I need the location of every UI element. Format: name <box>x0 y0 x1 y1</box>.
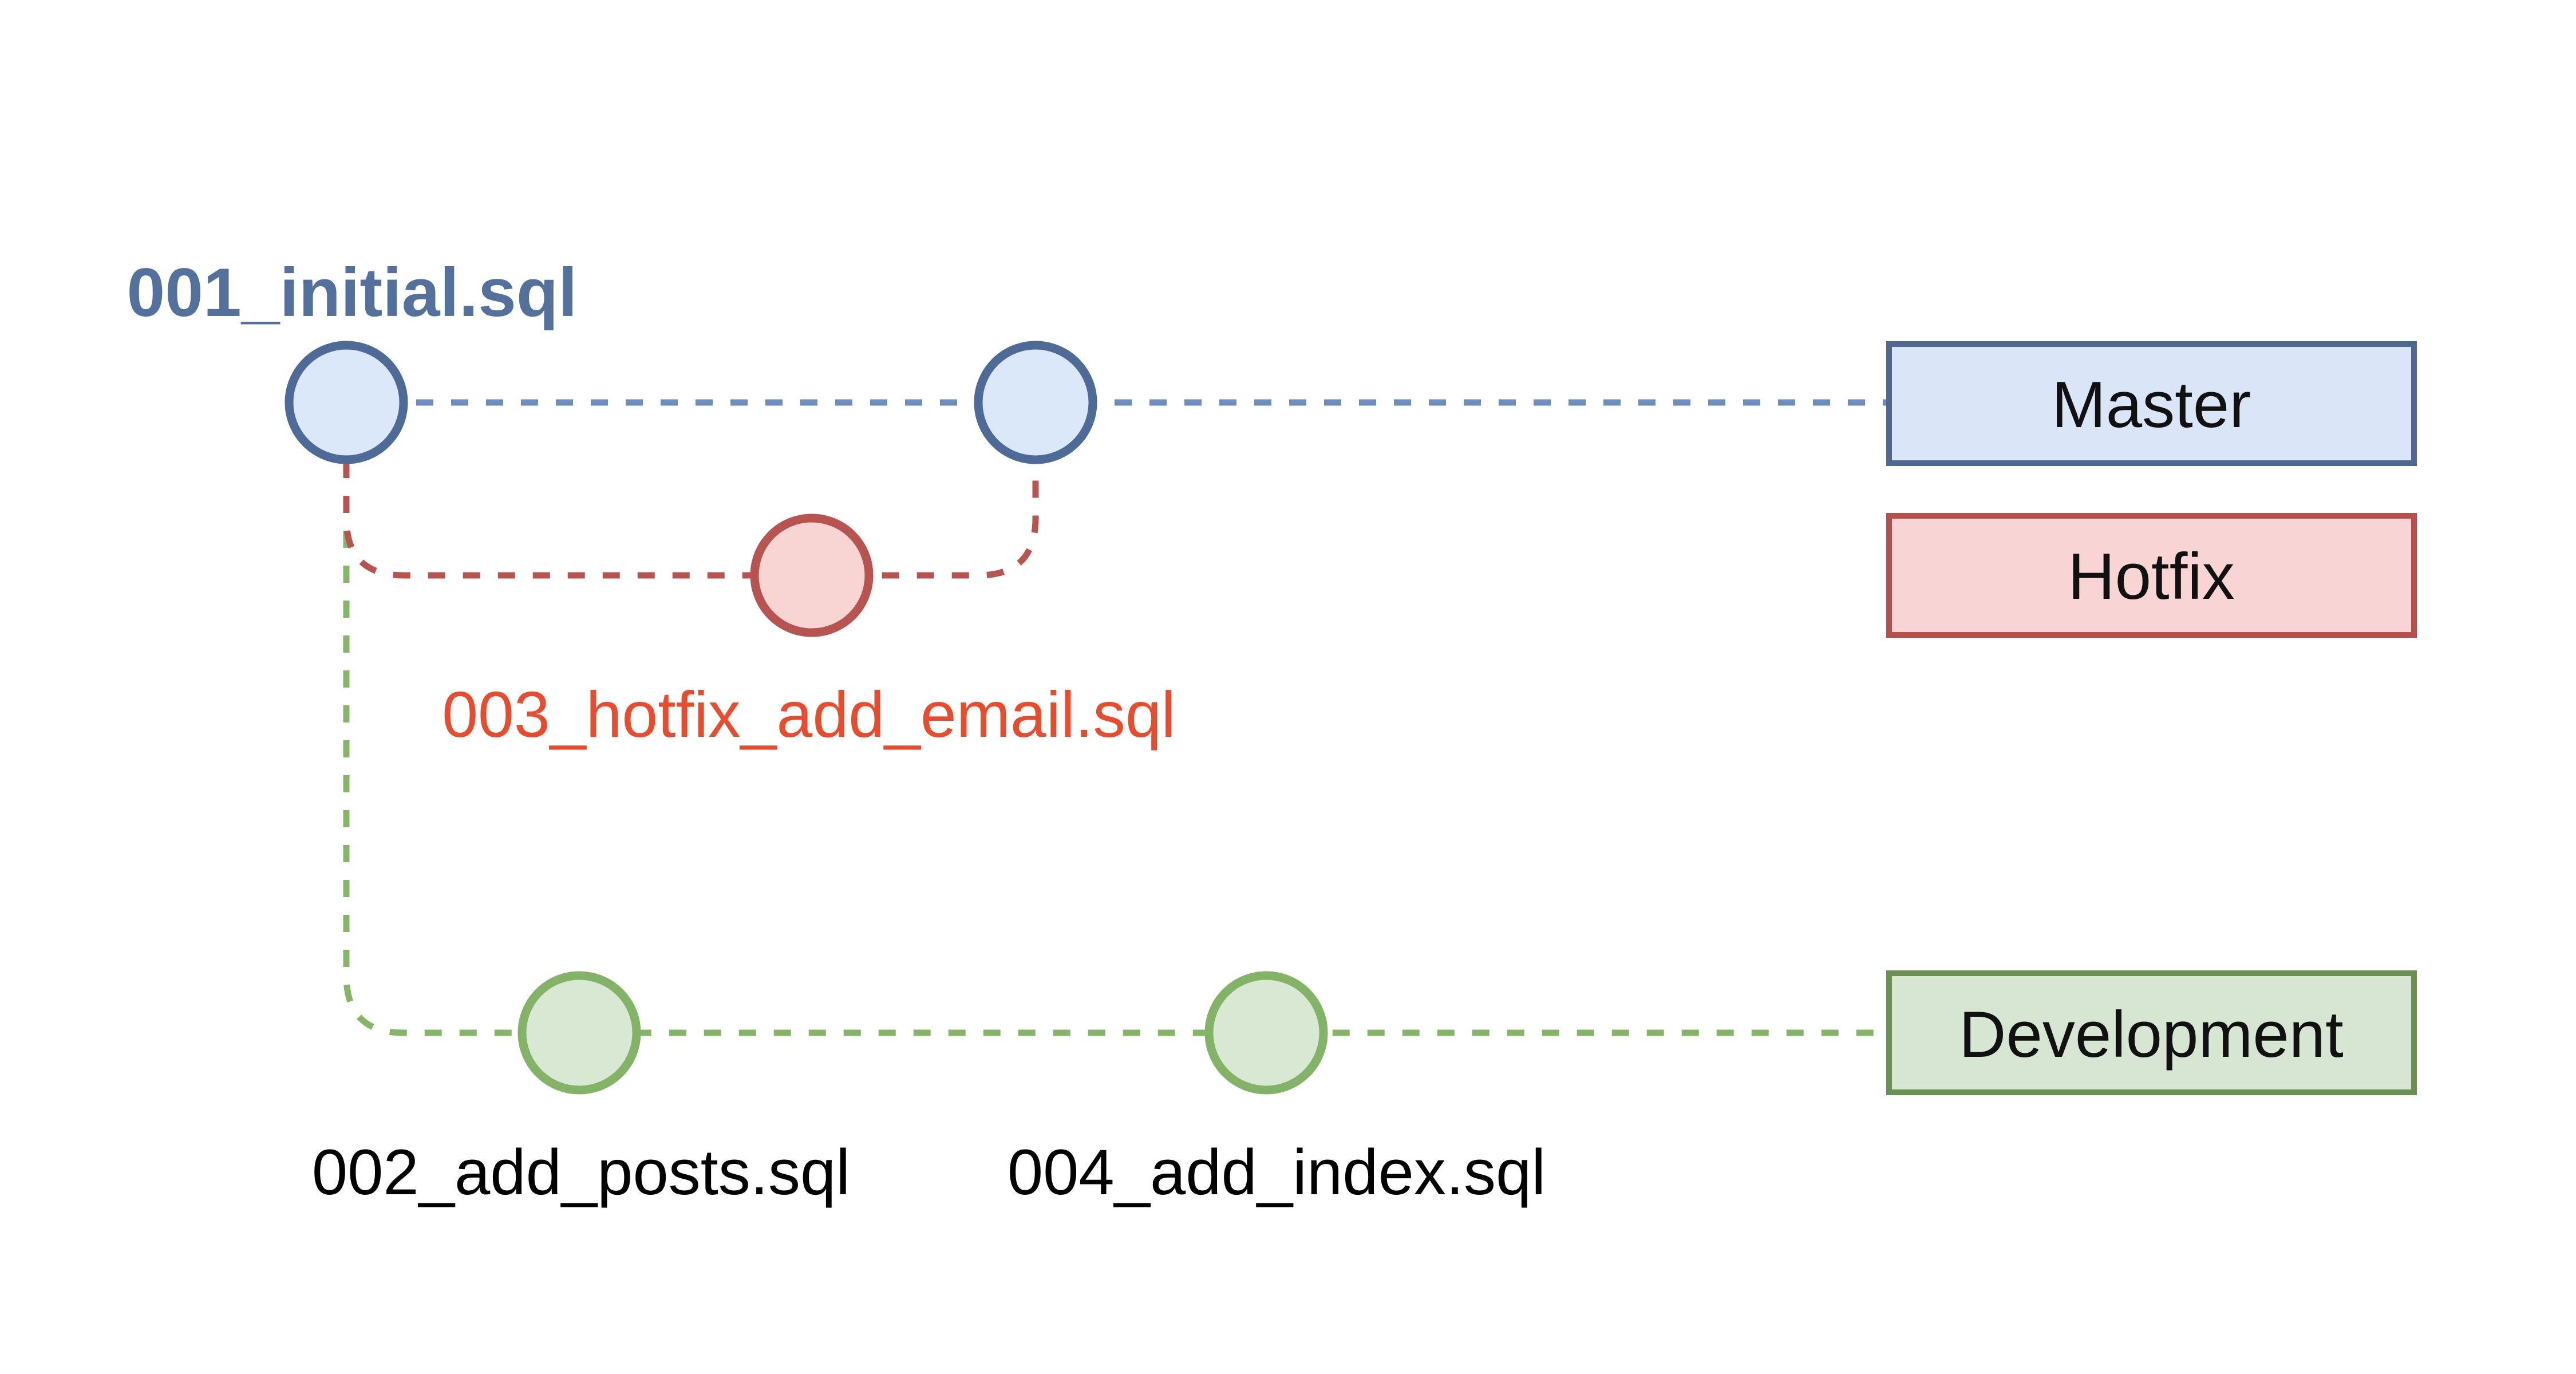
branch-box-hotfix <box>1886 513 2417 638</box>
commit-node-master-merge <box>974 341 1097 464</box>
branch-label-master: Master <box>2052 369 2251 441</box>
commit-label-hotfix-email: 003_hotfix_add_email.sql <box>442 678 1176 751</box>
commit-label-initial: 001_initial.sql <box>127 254 577 331</box>
commit-node-add-index <box>1204 971 1328 1095</box>
commit-label-add-index: 004_add_index.sql <box>1008 1136 1546 1208</box>
commit-label-add-posts: 002_add_posts.sql <box>312 1136 850 1208</box>
branch-box-master <box>1886 341 2417 466</box>
commit-node-hotfix-email <box>750 514 874 637</box>
branch-box-development <box>1886 970 2417 1095</box>
branch-line-development <box>343 461 1889 1036</box>
branch-label-development: Development <box>1959 998 2344 1071</box>
commit-node-add-posts <box>517 971 641 1095</box>
branch-label-hotfix: Hotfix <box>2068 540 2234 613</box>
branch-line-hotfix <box>343 461 1039 579</box>
commit-node-initial <box>285 341 408 464</box>
